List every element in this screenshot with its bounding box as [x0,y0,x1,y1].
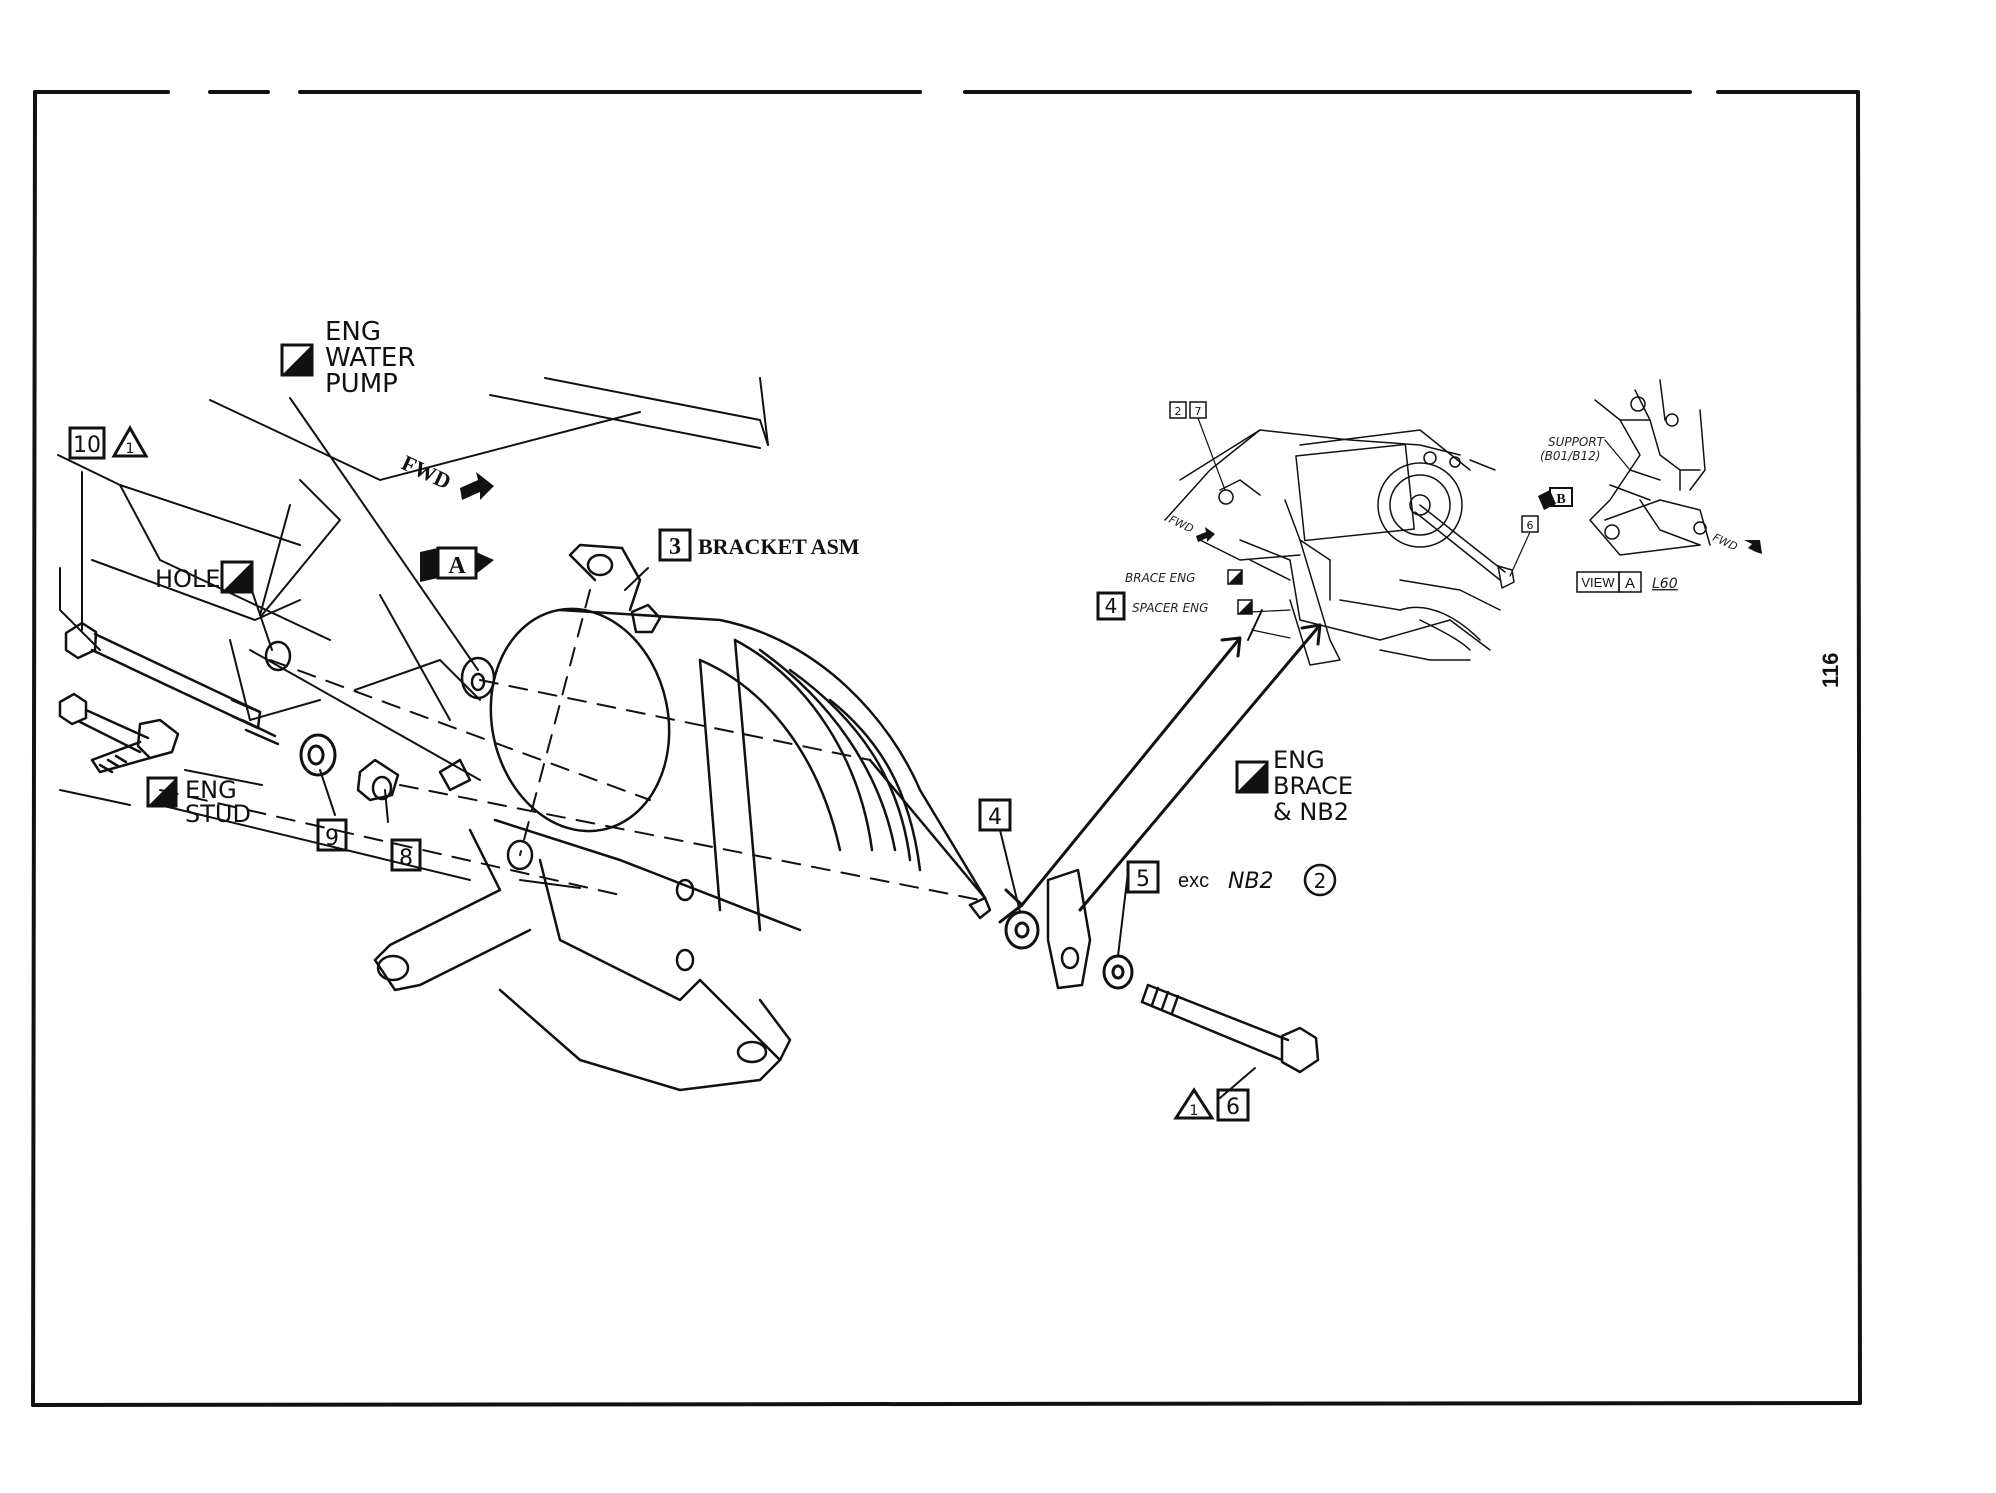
eng-brace-label-2: BRACE [1273,772,1353,800]
page-frame [31,90,1862,1407]
washer-9 [299,733,337,777]
fwd-label: FWD [398,450,455,494]
engine-brace [1046,868,1092,990]
view-a-fwd-label: FWD [1711,531,1740,554]
callout-4: 4 [988,805,1002,830]
b-flag-letter: B [1556,492,1565,507]
washer-5 [1102,954,1134,990]
view-a-flag-letter: A [448,553,466,579]
water-pump-label-1: ENG [325,317,381,347]
detail-fwd-label: FWD [1167,513,1196,536]
support-label-1: SUPPORT [1548,435,1606,449]
spacer-8 [356,758,400,802]
bracket-asm-label: BRACKET ASM [698,534,860,559]
arrows-to-detail [998,623,1322,924]
leader-lines [81,397,1263,1099]
detail-engine-view [1164,429,1515,666]
note-triangle-icon-10 [111,424,149,458]
detail-note-2: 2 [1175,405,1182,418]
eng-stud-label-2: STUD [185,800,251,828]
part-box-icon-water-pump [280,343,314,377]
part-box-icon-brace [1235,760,1269,794]
engine-stud [58,692,280,774]
callout-10: 10 [73,433,101,458]
note-2-number: 2 [1314,869,1327,893]
callout-6: 6 [1226,1095,1240,1120]
callout-5: 5 [1136,867,1150,892]
callout-9: 9 [325,826,339,851]
view-label-letter: A [1625,575,1635,592]
view-flag-icon: A [420,546,494,582]
detail-callout-6: 6 [1527,519,1534,532]
bracket-asm [373,543,992,1092]
part-box-icon-hole [220,560,254,594]
water-pump-label-2: WATER [325,343,415,373]
water-pump-label-3: PUMP [325,369,398,399]
detail-leaders [1197,417,1531,639]
bolt-10 [64,621,262,730]
note-circle-2 [1303,863,1337,897]
callout-8: 8 [399,846,413,871]
hole-label: HOLE [155,565,220,593]
nb2-label: NB2 [1228,869,1274,894]
detail-callout-7: 7 [1195,405,1202,418]
exc-label: exc [1178,870,1209,892]
part-box-icon-brace-eng [1227,569,1243,585]
view-label-word: VIEW [1581,575,1615,590]
support-label-2: (B01/B12) [1540,449,1600,463]
fwd-arrow-icon-view-a [1744,540,1762,554]
assembly-dashed-lines [159,589,981,901]
engine-block-outline [57,377,769,889]
eng-stud-label-1: ENG [185,776,237,804]
eng-brace-label-1: ENG [1273,746,1325,774]
note-triangle-10-number: 1 [126,441,135,457]
page-number: 116 [1818,653,1843,689]
washer-4 [1004,910,1040,950]
view-flag-icon-b: B [1538,487,1573,510]
part-box-icon-stud [146,776,178,808]
engine-code-label: L60 [1652,576,1678,592]
view-a-leaders [1604,439,1631,471]
brace-eng-label: BRACE ENG [1125,571,1195,585]
note-triangle-icon-6 [1173,1087,1215,1120]
note-triangle-6-number: 1 [1190,1103,1199,1119]
fwd-arrow-icon-detail [1196,527,1215,542]
bolt-6 [1140,983,1320,1074]
spacer-eng-label: SPACER ENG [1132,601,1208,615]
view-a-support [1589,379,1711,556]
callout-3: 3 [669,534,681,560]
part-box-icon-spacer-eng [1237,599,1253,615]
eng-brace-label-3: & NB2 [1273,798,1349,826]
fwd-arrow-icon [460,472,494,500]
detail-callout-4: 4 [1105,594,1118,618]
